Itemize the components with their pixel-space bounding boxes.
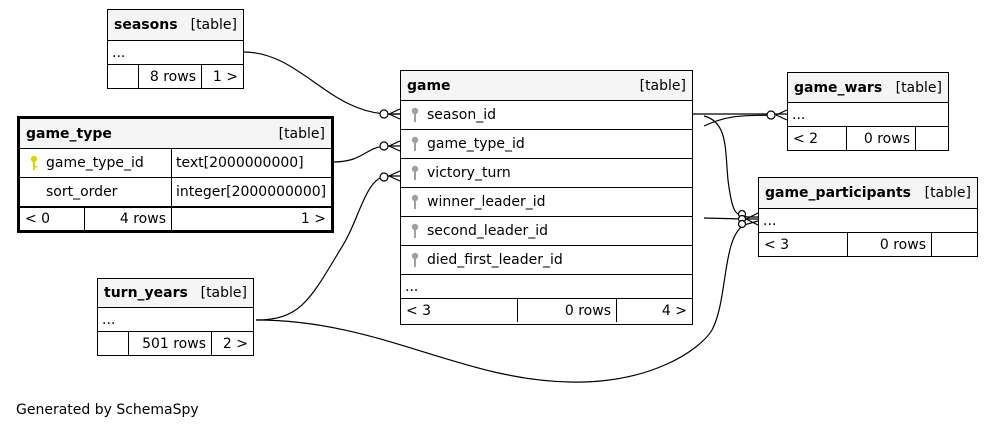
foreign-key-icon [411, 223, 419, 238]
footer-parents [98, 332, 129, 355]
table-turn_years[interactable]: turn_years [table] ... 501 rows 2 > [97, 278, 254, 356]
column-name: winner_leader_id [427, 194, 546, 210]
table-footer: < 2 0 rows [788, 127, 948, 150]
footer-parents: < 2 [788, 127, 847, 150]
table-name: seasons [114, 17, 178, 33]
foreign-key-icon [411, 107, 419, 122]
table-seasons[interactable]: seasons [table] ... 8 rows 1 > [107, 9, 244, 89]
footer-children [932, 233, 977, 256]
footer-parents: < 3 [759, 233, 848, 256]
footer-rows: 4 rows [85, 208, 172, 230]
table-game_type[interactable]: game_type [table] game_type_id text[2000… [17, 116, 334, 233]
primary-key-icon [30, 155, 38, 170]
placeholder-text: ... [763, 212, 777, 229]
column-row: sort_order integer[2000000000] [20, 178, 331, 207]
placeholder-row: ... [98, 308, 253, 332]
table-name: game_type [26, 125, 112, 142]
column-row: season_id [401, 101, 692, 130]
column-type: text[2000000000] [171, 149, 304, 177]
table-header: game_type [table] [20, 119, 331, 149]
table-game[interactable]: game [table] season_id game_type_id vict… [400, 70, 693, 325]
table-footer: < 0 4 rows 1 > [20, 207, 331, 230]
column-name: victory_turn [427, 165, 511, 181]
footer-rows: 0 rows [518, 299, 617, 322]
table-header: game_wars [table] [788, 73, 948, 103]
footer-rows: 8 rows [139, 65, 202, 88]
placeholder-text: ... [405, 278, 419, 295]
column-name: game_type_id [46, 155, 144, 171]
table-type-tag: [table] [278, 125, 325, 142]
table-type-tag: [table] [924, 185, 971, 201]
table-header: game [table] [401, 71, 692, 101]
column-row: victory_turn [401, 159, 692, 188]
footer-rows: 0 rows [847, 127, 916, 150]
table-footer: 8 rows 1 > [108, 65, 243, 88]
column-row: game_type_id [401, 130, 692, 159]
edge-game_type-game [332, 145, 400, 163]
placeholder-text: ... [792, 106, 806, 123]
column-row: winner_leader_id [401, 188, 692, 217]
column-name: second_leader_id [427, 223, 549, 239]
column-name: sort_order [46, 184, 118, 200]
footer-children: 1 > [300, 211, 326, 227]
column-name: game_type_id [427, 136, 525, 152]
table-type-tag: [table] [639, 77, 686, 94]
edge-game-game_participants [703, 115, 758, 218]
footer-parents: < 3 [401, 299, 518, 322]
foreign-key-icon [411, 194, 419, 209]
column-row: second_leader_id [401, 217, 692, 246]
table-name: turn_years [104, 285, 188, 301]
column-type: integer[2000000000] [171, 178, 326, 206]
table-game_participants[interactable]: game_participants [table] ... < 3 0 rows [758, 177, 978, 257]
footer-rows: 501 rows [129, 332, 212, 355]
footer-parents: < 0 [20, 208, 85, 230]
edge-seasons-game [243, 51, 400, 115]
edge-game-game_participants-2 [703, 217, 758, 220]
column-row: game_type_id text[2000000000] [20, 149, 331, 178]
footer-children: 4 > [661, 302, 687, 319]
foreign-key-icon [411, 165, 419, 180]
foreign-key-icon [411, 136, 419, 151]
placeholder-row: ... [759, 209, 977, 233]
table-header: game_participants [table] [759, 178, 977, 209]
placeholder-text: ... [102, 311, 116, 328]
table-footer: < 3 0 rows [759, 233, 977, 256]
footer-rows: 0 rows [848, 233, 932, 256]
column-name: died_first_leader_id [427, 252, 563, 268]
footer-children: 2 > [222, 335, 248, 352]
table-game_wars[interactable]: game_wars [table] ... < 2 0 rows [787, 72, 949, 151]
table-name: game_wars [794, 79, 883, 96]
footer-children [916, 127, 948, 150]
generator-credit: Generated by SchemaSpy [16, 402, 199, 418]
placeholder-row: ... [401, 275, 692, 299]
table-name: game [407, 77, 451, 94]
table-footer: < 3 0 rows 4 > [401, 299, 692, 322]
edge-game-game_wars-2 [703, 114, 773, 127]
table-header: turn_years [table] [98, 279, 253, 308]
column-row: died_first_leader_id [401, 246, 692, 275]
footer-children: 1 > [212, 68, 238, 85]
table-type-tag: [table] [190, 17, 237, 33]
footer-parents [108, 65, 139, 88]
table-type-tag: [table] [895, 79, 942, 96]
table-type-tag: [table] [200, 285, 247, 301]
table-header: seasons [table] [108, 10, 243, 41]
placeholder-text: ... [112, 44, 126, 61]
foreign-key-icon [411, 252, 419, 267]
placeholder-row: ... [108, 41, 243, 65]
placeholder-row: ... [788, 103, 948, 127]
column-name: season_id [427, 107, 496, 123]
table-footer: 501 rows 2 > [98, 332, 253, 355]
table-name: game_participants [765, 185, 911, 201]
